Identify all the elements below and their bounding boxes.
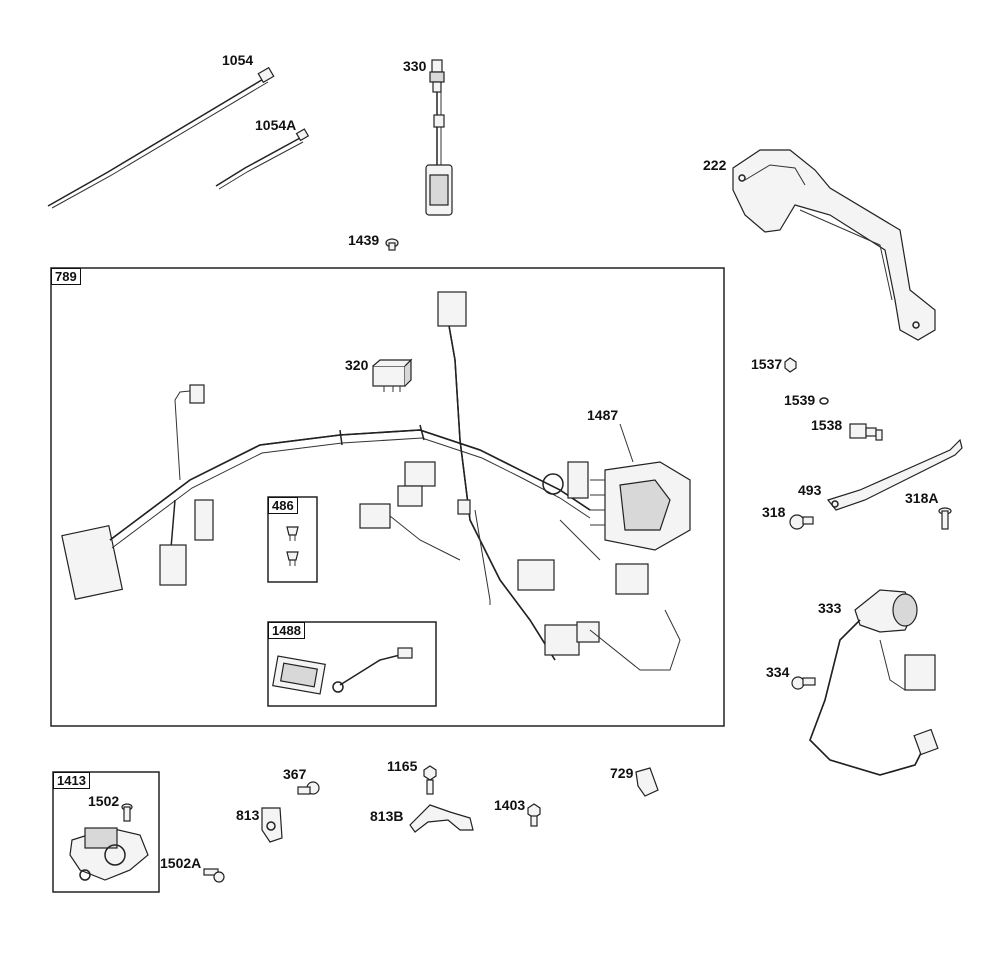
clip-813-drawing [261, 807, 283, 843]
screw-1502-drawing [121, 803, 133, 822]
label-1538: 1538 [811, 417, 843, 433]
clamp-813B-drawing [409, 804, 474, 833]
label-1502: 1502 [88, 793, 120, 809]
bolt-1403-drawing [527, 803, 541, 827]
relay-320-drawing [372, 358, 413, 392]
label-789: 789 [51, 268, 81, 285]
label-320: 320 [345, 357, 369, 373]
bolt-1165-drawing [423, 765, 437, 795]
label-1487: 1487 [587, 407, 619, 423]
label-1413: 1413 [53, 772, 90, 789]
sensor-1413-drawing [69, 827, 149, 881]
label-813B: 813B [370, 808, 404, 824]
screw-1502A-drawing [203, 868, 225, 883]
label-493: 493 [798, 482, 822, 498]
bolt-318-drawing [789, 514, 814, 530]
label-1539: 1539 [784, 392, 816, 408]
label-1502A: 1502A [160, 855, 202, 871]
group-box-1413 [52, 771, 160, 893]
nut-1537-drawing [784, 357, 797, 373]
clip-729-drawing [635, 767, 659, 797]
label-367: 367 [283, 766, 307, 782]
label-1403: 1403 [494, 797, 526, 813]
cable-tie-1054A-drawing [215, 128, 310, 190]
group-box-789 [50, 267, 725, 727]
cable-tie-1054-drawing [47, 66, 275, 209]
label-813: 813 [236, 807, 260, 823]
label-334: 334 [766, 664, 790, 680]
label-1537: 1537 [751, 356, 783, 372]
label-318A: 318A [905, 490, 939, 506]
connector-1488-drawing [272, 647, 413, 695]
fuses-486-drawing [286, 526, 299, 566]
label-333: 333 [818, 600, 842, 616]
label-1054: 1054 [222, 52, 254, 68]
bolt-367-drawing [297, 781, 320, 795]
label-486: 486 [268, 497, 298, 514]
bracket-222-drawing [732, 149, 936, 341]
leader-1487 [619, 423, 634, 463]
bolt-318A-drawing [938, 507, 952, 530]
grommet-1538-drawing [849, 423, 883, 441]
label-1054A: 1054A [255, 117, 297, 133]
bolt-1439-drawing [385, 238, 399, 251]
label-1439: 1439 [348, 232, 380, 248]
label-330: 330 [403, 58, 427, 74]
label-318: 318 [762, 504, 786, 520]
label-1488: 1488 [268, 622, 305, 639]
group-box-1488 [267, 621, 437, 707]
wiring-harness-789-drawing [61, 291, 691, 671]
label-729: 729 [610, 765, 634, 781]
label-222: 222 [703, 157, 727, 173]
sensor-330-drawing [425, 59, 453, 216]
ignition-coil-333-drawing [809, 589, 939, 776]
washer-1539-drawing [819, 397, 829, 405]
bolt-334-drawing [791, 676, 816, 690]
bracket-493-drawing [826, 438, 963, 511]
label-1165: 1165 [387, 758, 418, 774]
